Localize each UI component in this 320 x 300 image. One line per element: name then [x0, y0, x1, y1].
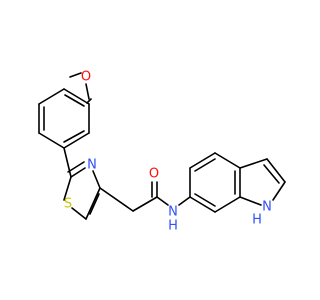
methoxy-oxygen-label: O	[81, 70, 91, 85]
bond	[214, 196, 241, 213]
bond	[63, 130, 85, 143]
bond	[194, 158, 216, 172]
acetamide-linker	[99, 181, 191, 212]
bond	[178, 196, 191, 206]
bond	[69, 72, 82, 78]
bond	[132, 196, 158, 212]
thiazole-ring	[63, 161, 101, 220]
bond	[266, 158, 286, 183]
aryl-thiazole-bond	[63, 147, 72, 178]
bond	[85, 83, 90, 100]
indole-pyrrole-ring	[239, 158, 286, 206]
bond	[64, 94, 85, 107]
bond	[92, 170, 101, 189]
bond	[38, 132, 65, 149]
methoxyphenyl-ring	[38, 88, 90, 149]
thiazole-nitrogen-label: N	[87, 158, 97, 173]
bond	[189, 152, 216, 169]
bond	[38, 88, 65, 105]
indole-benzene-ring	[189, 152, 241, 213]
indole-hydrogen-label: H	[252, 213, 262, 228]
bond	[63, 88, 90, 105]
bond	[70, 167, 86, 178]
thiazole-sulfur-label: S	[64, 197, 72, 212]
bond	[85, 187, 101, 220]
amide-hydrogen-label: H	[168, 219, 178, 234]
bond	[89, 193, 100, 215]
bond	[67, 161, 85, 173]
structure-canvas: O S N O N H N H	[38, 69, 286, 234]
bond	[214, 152, 241, 169]
bond	[272, 181, 286, 201]
bond	[63, 132, 90, 149]
bond	[63, 176, 72, 201]
bond	[71, 207, 87, 220]
amide-nitrogen-label: N	[168, 205, 178, 220]
carbonyl-oxygen-label: O	[149, 167, 159, 182]
indole-nitrogen-label: N	[262, 200, 272, 215]
bond	[194, 193, 216, 207]
bond	[263, 164, 280, 184]
bond	[189, 196, 216, 213]
bond	[156, 196, 169, 206]
molecule-diagram: O S N O N H N H	[38, 70, 286, 234]
bond	[239, 196, 262, 206]
bond	[99, 187, 134, 212]
bond	[239, 158, 268, 169]
